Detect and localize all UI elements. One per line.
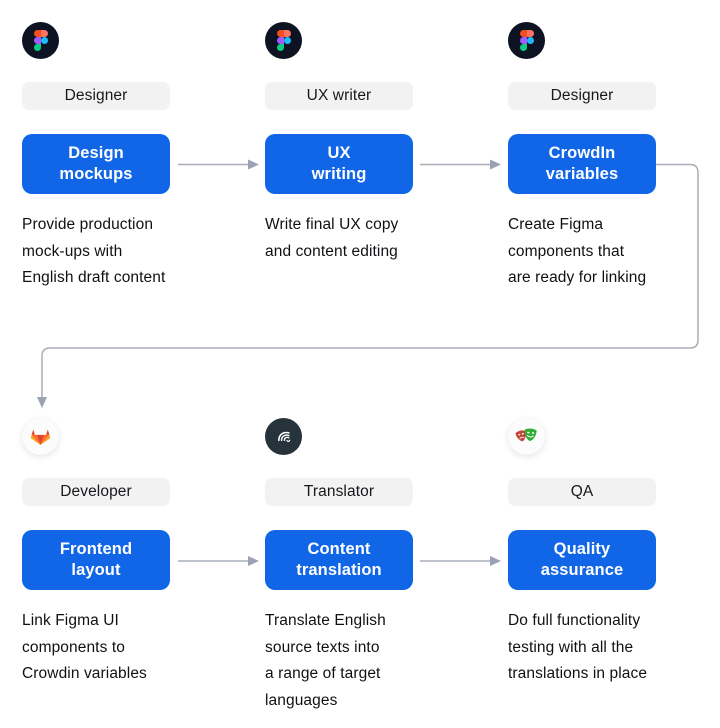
role-label: Designer	[550, 87, 614, 104]
desc-line: are ready for linking	[508, 269, 647, 286]
role-label: Translator	[303, 483, 375, 500]
step-label-line: Quality	[553, 540, 611, 558]
role-badge: Translator	[265, 478, 413, 506]
step-button-crowdin-variables[interactable]: CrowdIn variables	[508, 134, 656, 194]
desc-line: and content editing	[265, 242, 398, 260]
step-description: Create Figma components that are ready f…	[508, 212, 720, 292]
step-button-design-mockups[interactable]: Design mockups	[22, 134, 170, 194]
step-label-line: variables	[545, 165, 619, 183]
step-button-content-translation[interactable]: Content translation	[265, 530, 413, 590]
step-label-line: UX	[327, 144, 351, 162]
desc-line: mock-ups with	[22, 242, 123, 260]
role-label: QA	[570, 483, 594, 500]
figma-icon	[265, 22, 302, 59]
desc-line: Provide production	[22, 216, 154, 233]
step-description: Translate English source texts into a ra…	[265, 608, 497, 714]
step-button-frontend-layout[interactable]: Frontend layout	[22, 530, 170, 590]
card-frontend-layout: Developer Frontend layout Link Figma UI …	[22, 418, 254, 688]
desc-line: Write final UX copy	[265, 216, 399, 233]
desc-line: Link Figma UI	[22, 612, 119, 629]
desc-line: Do full functionality	[508, 612, 641, 629]
role-badge: Designer	[22, 82, 170, 110]
desc-line: components to	[22, 638, 125, 656]
desc-line: languages	[265, 691, 338, 709]
desc-line: testing with all the	[508, 638, 634, 656]
crowdin-icon	[265, 418, 302, 455]
role-badge: UX writer	[265, 82, 413, 110]
step-button-quality-assurance[interactable]: Quality assurance	[508, 530, 656, 590]
desc-line: Create Figma	[508, 216, 604, 233]
desc-line: Crowdin variables	[22, 665, 147, 682]
step-label-line: mockups	[59, 165, 133, 183]
role-label: Developer	[60, 483, 132, 500]
desc-line: Translate English	[265, 612, 386, 629]
step-label-line: Frontend	[59, 540, 133, 558]
step-description: Write final UX copy and content editing	[265, 212, 497, 265]
step-description: Do full functionality testing with all t…	[508, 608, 720, 688]
desc-line: a range of target	[265, 665, 381, 682]
desc-line: translations in place	[508, 665, 648, 682]
card-quality-assurance: QA Quality assurance Do full functionali…	[508, 418, 720, 688]
gitlab-icon	[22, 418, 59, 455]
step-description: Link Figma UI components to Crowdin vari…	[22, 608, 254, 688]
step-label-line: assurance	[540, 561, 624, 579]
card-crowdin-variables: Designer CrowdIn variables Create Figma …	[508, 22, 720, 292]
step-description: Provide production mock-ups with English…	[22, 212, 254, 292]
role-label: Designer	[64, 87, 128, 104]
step-label-line: CrowdIn	[548, 144, 616, 162]
card-content-translation: Translator Content translation Translate…	[265, 418, 497, 714]
figma-icon	[508, 22, 545, 59]
role-badge: QA	[508, 478, 656, 506]
step-label-line: Content	[307, 540, 371, 558]
desc-line: English draft content	[22, 269, 166, 286]
figma-icon	[22, 22, 59, 59]
playwright-icon	[508, 418, 545, 455]
card-design-mockups: Designer Design mockups Provide producti…	[22, 22, 254, 292]
desc-line: components that	[508, 242, 625, 260]
role-label: UX writer	[306, 87, 372, 104]
role-badge: Designer	[508, 82, 656, 110]
step-label-line: layout	[71, 561, 121, 579]
step-label-line: writing	[311, 165, 367, 183]
step-label-line: Design	[68, 144, 124, 162]
desc-line: source texts into	[265, 638, 380, 656]
step-label-line: translation	[296, 561, 382, 579]
card-ux-writing: UX writer UX writing Write final UX copy…	[265, 22, 497, 265]
role-badge: Developer	[22, 478, 170, 506]
step-button-ux-writing[interactable]: UX writing	[265, 134, 413, 194]
